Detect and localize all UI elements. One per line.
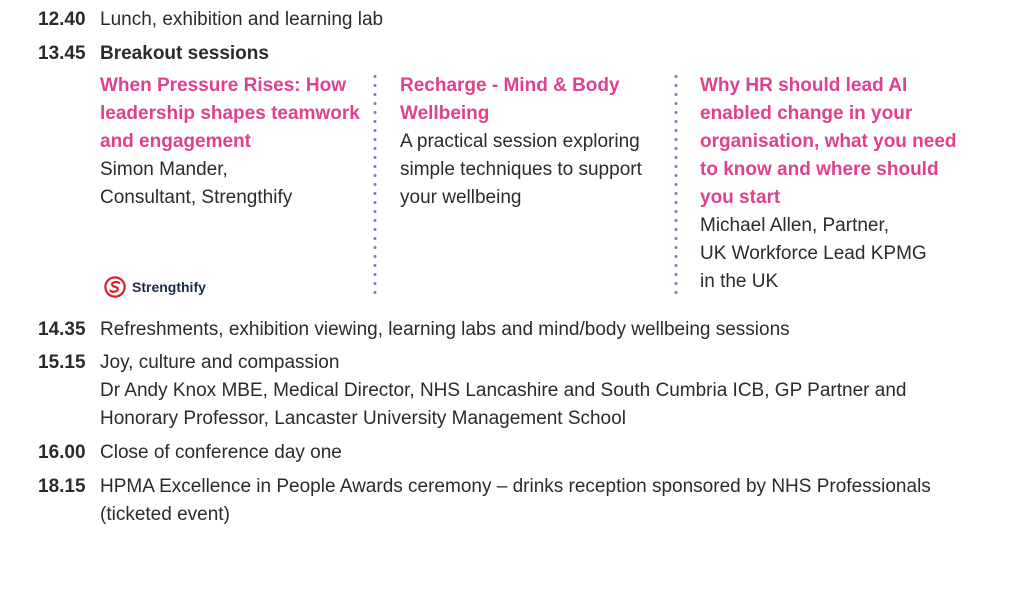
- session-title: HPMA Excellence in People Awards ceremon…: [100, 476, 931, 497]
- session-time: 12.40: [38, 9, 86, 30]
- detail-line: Simon Mander,: [100, 159, 228, 180]
- detail-line: your wellbeing: [400, 187, 522, 208]
- dotted-divider: [674, 72, 678, 294]
- breakout-title: Recharge - Mind & Body Wellbeing: [400, 72, 670, 128]
- title-line: Wellbeing: [400, 103, 490, 124]
- title-line: organisation, what you need: [700, 131, 957, 152]
- session-title: Joy, culture and compassion: [100, 352, 340, 373]
- title-line: Recharge - Mind & Body: [400, 75, 620, 96]
- breakout-session-3: Why HR should lead AI enabled change in …: [700, 72, 970, 296]
- title-line: enabled change in your: [700, 103, 913, 124]
- logo-wordmark: Strengthify: [132, 279, 206, 295]
- session-time: 16.00: [38, 442, 86, 463]
- strengthify-logo: Strengthify: [104, 275, 206, 299]
- detail-line: simple techniques to support: [400, 159, 642, 180]
- breakout-session-2: Recharge - Mind & Body Wellbeing A pract…: [400, 72, 670, 212]
- session-time: 13.45: [38, 43, 86, 64]
- breakout-session-1: When Pressure Rises: How leadership shap…: [100, 72, 370, 212]
- strengthify-logo-icon: [104, 276, 126, 298]
- title-line: leadership shapes teamwork: [100, 103, 360, 124]
- title-line: When Pressure Rises: How: [100, 75, 347, 96]
- session-time: 15.15: [38, 352, 86, 373]
- session-time: 14.35: [38, 319, 86, 340]
- session-title: (ticketed event): [100, 504, 230, 525]
- detail-line: UK Workforce Lead KPMG: [700, 243, 927, 264]
- speaker-line: Dr Andy Knox MBE, Medical Director, NHS …: [100, 380, 907, 401]
- session-body: HPMA Excellence in People Awards ceremon…: [100, 473, 980, 529]
- session-time: 18.15: [38, 476, 86, 497]
- title-line: Why HR should lead AI: [700, 75, 908, 96]
- breakout-speaker: Michael Allen, Partner, UK Workforce Lea…: [700, 212, 970, 296]
- detail-line: Consultant, Strengthify: [100, 187, 293, 208]
- title-line: to know and where should: [700, 159, 939, 180]
- breakout-title: When Pressure Rises: How leadership shap…: [100, 72, 370, 156]
- session-title: Breakout sessions: [100, 43, 269, 64]
- breakout-description: A practical session exploring simple tec…: [400, 128, 670, 212]
- session-title: Refreshments, exhibition viewing, learni…: [100, 319, 790, 340]
- title-line: you start: [700, 187, 781, 208]
- dotted-divider: [373, 72, 377, 294]
- detail-line: in the UK: [700, 271, 779, 292]
- breakout-speaker: Simon Mander, Consultant, Strengthify: [100, 156, 370, 212]
- title-line: and engagement: [100, 131, 251, 152]
- breakout-title: Why HR should lead AI enabled change in …: [700, 72, 970, 212]
- speaker-line: Honorary Professor, Lancaster University…: [100, 408, 626, 429]
- session-title: Close of conference day one: [100, 442, 342, 463]
- detail-line: Michael Allen, Partner,: [700, 215, 890, 236]
- detail-line: A practical session exploring: [400, 131, 640, 152]
- session-body: Joy, culture and compassion Dr Andy Knox…: [100, 349, 980, 433]
- session-title: Lunch, exhibition and learning lab: [100, 9, 384, 30]
